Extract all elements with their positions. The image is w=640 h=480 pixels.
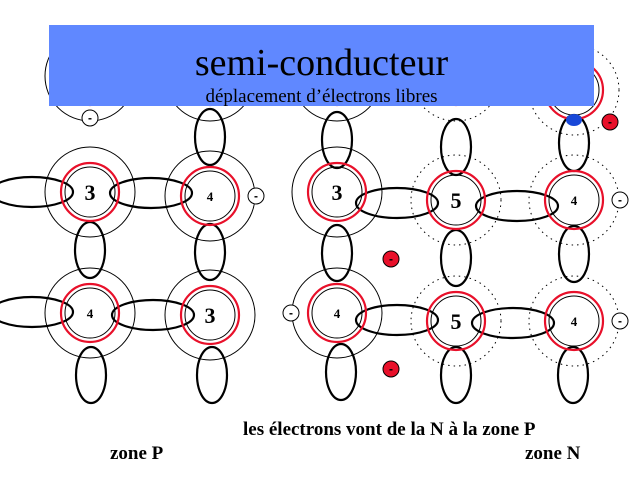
atom-p-r1-c1: 4- <box>164 150 265 242</box>
outer-shell <box>410 154 502 246</box>
minus-sign: - <box>618 193 622 207</box>
bond-horizontal <box>470 306 556 340</box>
bond-vertical <box>193 107 227 167</box>
bound-electron-icon <box>611 191 629 209</box>
minus-sign: - <box>389 252 393 266</box>
atom-valence-label: 5 <box>451 188 462 213</box>
minus-sign: - <box>389 362 393 376</box>
outer-shell <box>164 269 256 361</box>
caption-zone-n: zone N <box>525 443 581 464</box>
atom-valence-label: 4 <box>334 306 341 321</box>
bond-vertical <box>556 345 590 405</box>
core-ring <box>543 169 605 231</box>
bond-vertical <box>324 342 358 402</box>
core <box>64 166 116 218</box>
core <box>430 295 482 347</box>
core-ring <box>59 282 121 344</box>
core <box>548 295 600 347</box>
bond-vertical <box>439 345 473 405</box>
minus-sign: - <box>88 111 92 125</box>
title-banner: semi-conducteur déplacement d’électrons … <box>49 25 594 107</box>
bond-horizontal <box>354 303 440 337</box>
atom-p-r1-c0: 3 <box>44 146 136 238</box>
outer-shell <box>528 44 620 136</box>
bond-horizontal <box>0 295 75 329</box>
free-electron-icon <box>382 250 400 268</box>
core-ring <box>425 169 487 231</box>
free-electron-icon <box>382 360 400 378</box>
outer-shell <box>291 146 383 238</box>
atom-p-r2-c1: 3 <box>164 269 256 361</box>
atom-valence-label: 3 <box>205 303 216 328</box>
bond-vertical <box>320 110 354 170</box>
bond-layer <box>0 107 591 405</box>
core <box>311 287 363 339</box>
core <box>64 287 116 339</box>
atom-valence-label: 3 <box>85 180 96 205</box>
atom-valence-label: 4 <box>571 314 578 329</box>
core-ring <box>59 161 121 223</box>
core-ring <box>306 161 368 223</box>
bond-vertical <box>74 345 108 405</box>
bound-electron-icon <box>611 312 629 330</box>
caption-electron-flow: les électrons vont de la N à la zone P <box>243 419 536 440</box>
minus-sign: - <box>289 306 293 320</box>
core-ring <box>179 165 241 227</box>
bond-vertical <box>195 345 229 405</box>
atom-p-r2-c0: 4 <box>44 267 136 359</box>
minus-sign: - <box>254 189 258 203</box>
core-ring <box>306 282 368 344</box>
free-electron-icon <box>601 113 619 131</box>
page-title: semi-conducteur <box>194 42 449 84</box>
atom-valence-label: 5 <box>451 309 462 334</box>
core <box>311 166 363 218</box>
minus-sign: - <box>618 314 622 328</box>
atom-valence-label: 4 <box>571 193 578 208</box>
core-ring <box>425 290 487 352</box>
atom-n-r2-c2: 4- <box>528 275 629 367</box>
bond-vertical <box>320 223 354 283</box>
outer-shell <box>410 275 502 367</box>
bound-electron-icon <box>81 109 99 127</box>
bond-vertical <box>439 228 473 288</box>
bond-vertical <box>557 224 591 284</box>
atom-n-r2-c0: 4- <box>282 267 383 359</box>
atom-valence-label: 4 <box>87 306 94 321</box>
bound-electron-icon <box>282 304 300 322</box>
bond-horizontal <box>354 186 440 220</box>
minus-sign: - <box>608 115 612 129</box>
atom-n-r1-c0: 3 <box>291 146 383 238</box>
atom-n-r2-c1: 5 <box>410 275 502 367</box>
bond-horizontal <box>0 175 75 209</box>
core <box>430 174 482 226</box>
atom-valence-label: 3 <box>332 180 343 205</box>
core-ring <box>543 290 605 352</box>
bond-horizontal <box>108 176 194 210</box>
bond-horizontal <box>474 189 560 223</box>
core <box>548 174 600 226</box>
outer-shell <box>44 146 136 238</box>
atom-n-r1-c1: 5 <box>410 154 502 246</box>
atom-n-r1-c2: 4- <box>528 154 629 246</box>
bond-vertical <box>439 117 473 177</box>
caption-zone-p: zone P <box>110 443 164 464</box>
free-electron-layer: - - - <box>382 113 619 378</box>
outer-shell <box>44 267 136 359</box>
core <box>184 170 236 222</box>
core <box>184 289 236 341</box>
page-subtitle: déplacement d’électrons libres <box>205 86 438 107</box>
atom-valence-label: 4 <box>207 189 214 204</box>
bond-horizontal <box>110 298 196 332</box>
bound-electron-icon <box>247 187 265 205</box>
core-ring <box>179 284 241 346</box>
blue-electron-icon <box>566 114 582 126</box>
